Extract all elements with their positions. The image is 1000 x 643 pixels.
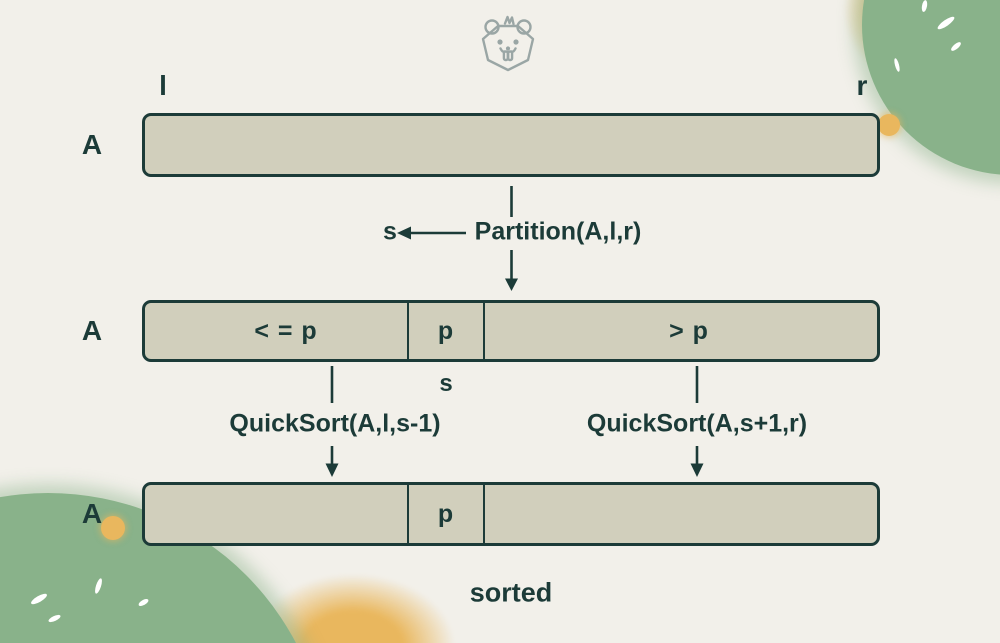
section-pivot: p bbox=[407, 303, 485, 359]
partition-return-label: s bbox=[383, 217, 397, 246]
quicksort-left-arrowhead-icon bbox=[325, 463, 339, 477]
array-bar-partitioned: < = p p > p bbox=[142, 300, 880, 362]
quicksort-right-call-label: QuickSort(A,s+1,r) bbox=[586, 409, 808, 438]
quicksort-left-call-label: QuickSort(A,l,s-1) bbox=[229, 409, 441, 438]
section-sorted-left bbox=[145, 485, 407, 543]
split-index-label: s bbox=[439, 370, 453, 397]
result-caption: sorted bbox=[469, 577, 553, 608]
array-bar-sorted: p bbox=[142, 482, 880, 546]
yellow-dot-accent bbox=[878, 114, 900, 136]
beaver-mascot-icon bbox=[481, 15, 535, 72]
section-gt-pivot: > p bbox=[669, 316, 709, 345]
yellow-dot-accent bbox=[101, 516, 125, 540]
green-blob-top-right bbox=[862, 0, 1000, 175]
returns-s-arrowhead-icon bbox=[397, 226, 411, 240]
array-label-row2: A bbox=[81, 315, 103, 346]
partition-down-arrowhead-icon bbox=[505, 278, 518, 291]
section-sorted-right bbox=[485, 485, 877, 543]
array-bar-unsorted bbox=[142, 113, 880, 177]
quicksort-right-arrowhead-icon bbox=[690, 463, 704, 477]
section-lte-pivot: < = p bbox=[254, 316, 318, 345]
left-bound-label: l bbox=[159, 70, 167, 101]
right-bound-label: r bbox=[856, 70, 868, 101]
partition-call-label: Partition(A,l,r) bbox=[474, 217, 642, 246]
array-label-row3: A bbox=[81, 498, 103, 529]
section-pivot: p bbox=[407, 485, 485, 543]
array-label-row1: A bbox=[81, 129, 103, 160]
